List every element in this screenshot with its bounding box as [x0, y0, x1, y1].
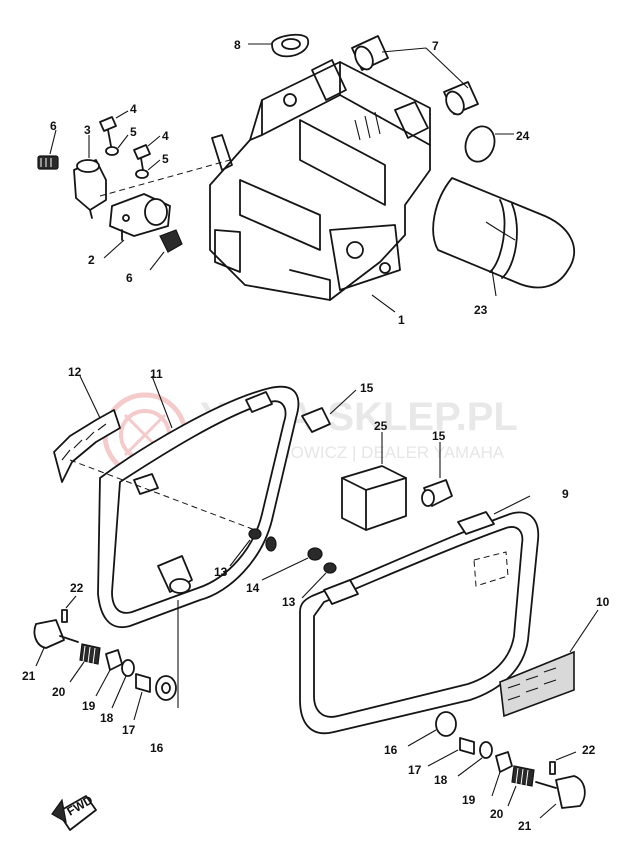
nut-part-14-right — [307, 547, 323, 561]
bolt-part-4-lower — [133, 135, 161, 171]
callout-21-right: 21 — [518, 819, 532, 833]
callout-18-left: 18 — [100, 711, 114, 725]
battery-box-frame-part-1 — [209, 59, 431, 313]
plate-part-19-right — [491, 751, 513, 797]
callout-19-right: 19 — [462, 793, 476, 807]
damper-part-16-right — [407, 711, 457, 747]
front-direction-marker: FWD — [51, 793, 97, 831]
grommet-part-13-left — [229, 528, 262, 567]
callout-4-lower: 4 — [162, 129, 169, 143]
callout-21-left: 21 — [22, 669, 36, 683]
emblem-part-12 — [53, 375, 121, 483]
leader-14 — [261, 557, 309, 581]
pin-part-22-right — [549, 751, 577, 775]
knob-part-21-right — [535, 775, 586, 819]
callout-20-right: 20 — [490, 807, 504, 821]
callout-11: 11 — [150, 367, 163, 381]
bracket-part-2 — [103, 193, 171, 259]
callout-6-lower: 6 — [126, 271, 133, 285]
callout-24: 24 — [516, 129, 530, 143]
callout-10: 10 — [596, 595, 610, 609]
rubber-grommet-part-8 — [248, 33, 309, 58]
callout-22-left: 22 — [70, 581, 84, 595]
damper-part-7-upper — [351, 35, 389, 71]
damper-part-16-left-lower — [155, 675, 177, 701]
washer-part-18-left — [111, 659, 135, 709]
callout-8: 8 — [234, 38, 241, 52]
alignment-line-left — [69, 459, 256, 531]
damper-part-7-lower — [443, 81, 479, 116]
callout-20-left: 20 — [52, 685, 66, 699]
callout-labels: 1 2 3 4 4 5 5 6 6 7 8 9 10 11 12 13 13 1… — [22, 38, 610, 833]
collar-part-17-left — [133, 673, 151, 721]
leader-7 — [381, 47, 469, 89]
collar-part-17-right — [427, 737, 475, 767]
callout-15-lower: 15 — [432, 429, 446, 443]
side-cover-right-part-9 — [299, 495, 540, 735]
callout-16-right: 16 — [384, 743, 398, 757]
callout-7: 7 — [432, 39, 439, 53]
callout-9: 9 — [562, 487, 569, 501]
callout-23: 23 — [474, 303, 488, 317]
callout-13-left: 13 — [214, 565, 228, 579]
washer-part-18-right — [457, 741, 493, 777]
callout-3: 3 — [84, 123, 91, 137]
callout-15-upper: 15 — [360, 381, 374, 395]
callout-18-right: 18 — [434, 773, 448, 787]
callout-17-right: 17 — [408, 763, 422, 777]
callout-17-left: 17 — [122, 723, 136, 737]
callout-5-lower: 5 — [162, 152, 169, 166]
callout-22-right: 22 — [582, 743, 596, 757]
box-part-25 — [341, 432, 407, 531]
callout-14: 14 — [246, 581, 260, 595]
side-cover-left-part-11 — [97, 375, 300, 629]
washer-part-5-lower — [135, 159, 161, 179]
knob-part-21-left — [33, 619, 79, 667]
callout-16-left: 16 — [150, 741, 164, 755]
plate-part-19-left — [95, 649, 123, 697]
callout-5-upper: 5 — [130, 125, 137, 139]
washer-part-5-upper — [105, 134, 129, 156]
callout-12: 12 — [68, 365, 82, 379]
damper-part-15-upper — [301, 389, 357, 433]
clip-part-6-lower — [149, 229, 183, 271]
spring-part-20-right — [507, 765, 535, 807]
callout-6-upper: 6 — [50, 119, 57, 133]
callout-13-right: 13 — [282, 595, 296, 609]
band-part-24 — [464, 125, 514, 163]
callout-4-upper: 4 — [130, 102, 137, 116]
pin-part-22-left — [61, 595, 77, 623]
battery-cover-part-23 — [432, 177, 576, 297]
nut-part-14-left — [265, 536, 277, 552]
damper-part-16-left — [157, 555, 193, 708]
spring-part-20-left — [69, 643, 101, 683]
clip-part-6-upper — [37, 129, 59, 170]
callout-1: 1 — [398, 313, 405, 327]
callout-19-left: 19 — [82, 699, 96, 713]
damper-part-15-lower — [421, 442, 453, 507]
holder-part-3 — [73, 135, 107, 219]
grommet-part-13-right — [301, 562, 337, 599]
alignment-line-top — [99, 159, 231, 197]
emblem-part-10 — [499, 609, 599, 718]
callout-25: 25 — [374, 419, 388, 433]
bolt-part-4-upper — [99, 110, 129, 147]
callout-2: 2 — [88, 253, 95, 267]
